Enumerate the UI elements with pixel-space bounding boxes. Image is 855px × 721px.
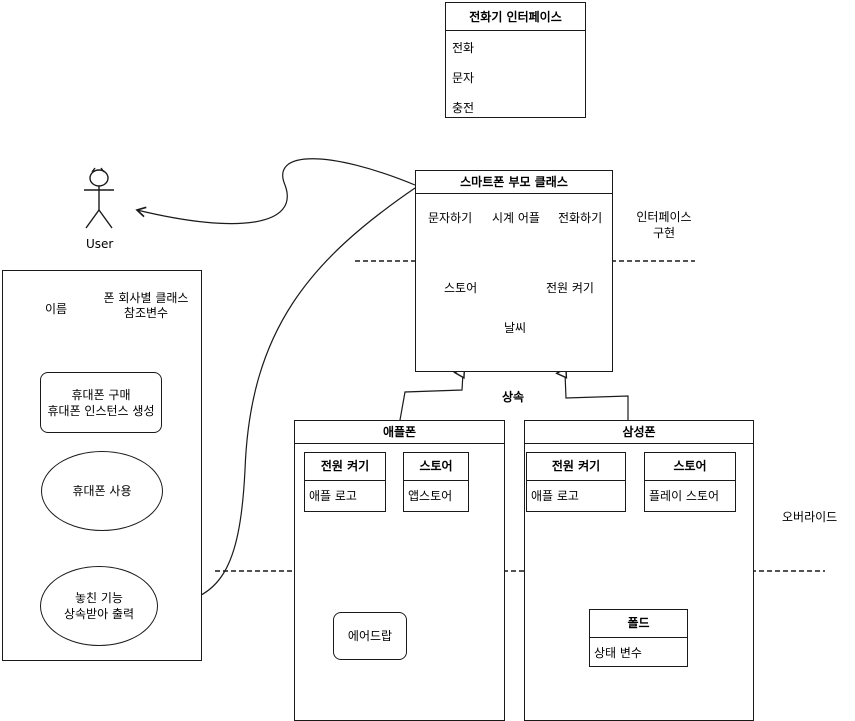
user-stick-figure bbox=[84, 167, 114, 229]
samsung-store-box: 스토어 플레이 스토어 bbox=[644, 452, 736, 512]
apple-store-box: 스토어 앱스토어 bbox=[403, 452, 469, 512]
fold-body: 상태 변수 bbox=[594, 646, 642, 660]
inheritance-line-samsung bbox=[565, 373, 629, 420]
method-text: 문자하기 bbox=[428, 211, 473, 225]
method-call: 전화하기 bbox=[558, 211, 603, 225]
samsung-power-on-body: 애플 로고 bbox=[531, 489, 579, 503]
samsung-power-on-title: 전원 켜기 bbox=[527, 453, 625, 481]
fold-title: 폴드 bbox=[590, 610, 687, 638]
fold-box: 폴드 상태 변수 bbox=[589, 609, 688, 667]
samsung-store-body: 플레이 스토어 bbox=[649, 489, 720, 503]
apple-power-on-title: 전원 켜기 bbox=[305, 453, 385, 481]
interface-implementation-label: 인터페이스 구현 bbox=[636, 210, 692, 240]
usage-panel: 이름 폰 회사별 클래스 참조변수 휴대폰 구매 휴대폰 인스턴스 생성 휴대폰… bbox=[2, 270, 202, 661]
inheritance-line-apple bbox=[399, 373, 463, 421]
user-label: User bbox=[86, 237, 114, 251]
phone-interface-item-charge: 충전 bbox=[452, 101, 475, 115]
method-clock-app: 시계 어플 bbox=[492, 211, 540, 225]
override-label: 오버라이드 bbox=[782, 510, 838, 524]
apple-store-title: 스토어 bbox=[404, 453, 468, 481]
samsung-power-on-box: 전원 켜기 애플 로고 bbox=[526, 452, 626, 512]
samsung-phone-class: 삼성폰 전원 켜기 애플 로고 스토어 플레이 스토어 폴드 상태 변수 bbox=[524, 420, 754, 721]
samsung-phone-title: 삼성폰 bbox=[525, 421, 753, 444]
apple-store-body: 앱스토어 bbox=[408, 489, 453, 503]
method-weather: 날씨 bbox=[504, 321, 527, 335]
apple-phone-title: 애플폰 bbox=[295, 421, 504, 444]
inheritance-label: 상속 bbox=[502, 390, 525, 404]
missing-feature-ellipse: 놓친 기능 상속받아 출력 bbox=[40, 566, 158, 646]
use-phone-ellipse: 휴대폰 사용 bbox=[41, 451, 163, 531]
apple-power-on-body: 애플 로고 bbox=[309, 489, 357, 503]
phone-interface-box: 전화기 인터페이스 전화 문자 충전 bbox=[445, 2, 586, 118]
apple-power-on-box: 전원 켜기 애플 로고 bbox=[304, 452, 386, 512]
method-store: 스토어 bbox=[444, 281, 478, 295]
apple-phone-class: 애플폰 전원 켜기 애플 로고 스토어 앱스토어 에어드랍 bbox=[294, 420, 505, 721]
arrow-to-user bbox=[135, 158, 416, 225]
buy-phone-box: 휴대폰 구매 휴대폰 인스턴스 생성 bbox=[40, 372, 162, 433]
arrow-to-missing-feature bbox=[162, 187, 416, 610]
phone-interface-title: 전화기 인터페이스 bbox=[446, 3, 585, 31]
phone-interface-item-text: 문자 bbox=[452, 71, 475, 85]
method-power-on: 전원 켜기 bbox=[546, 281, 594, 295]
airdrop-box: 에어드랍 bbox=[333, 612, 407, 660]
phone-interface-item-call: 전화 bbox=[452, 41, 475, 55]
smartphone-parent-class: 스마트폰 부모 클래스 문자하기 시계 어플 전화하기 스토어 전원 켜기 날씨 bbox=[415, 170, 613, 372]
ref-variable-label: 폰 회사별 클래스 참조변수 bbox=[103, 291, 189, 320]
samsung-store-title: 스토어 bbox=[645, 453, 735, 481]
smartphone-parent-title: 스마트폰 부모 클래스 bbox=[416, 171, 612, 194]
name-label: 이름 bbox=[45, 302, 68, 316]
